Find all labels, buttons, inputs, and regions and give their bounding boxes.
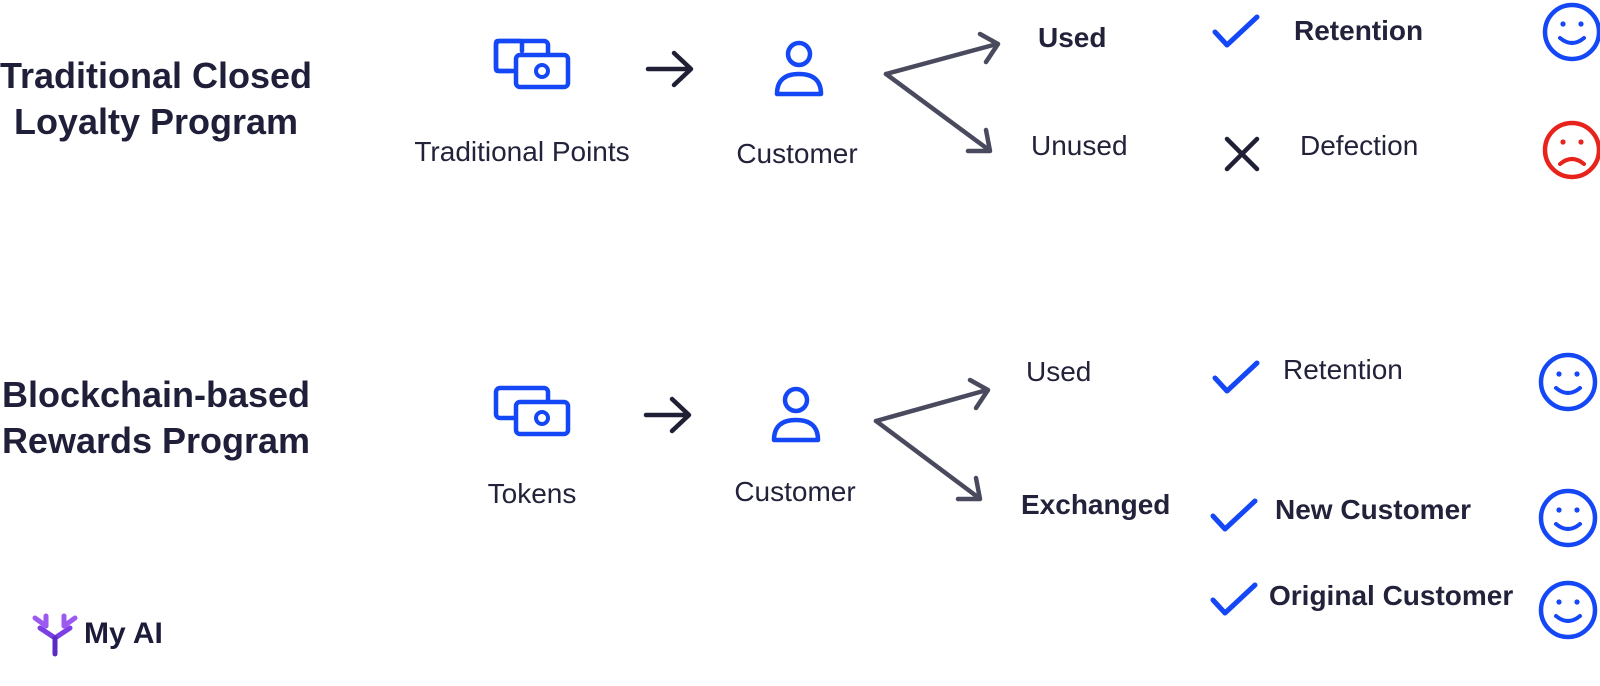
outcome-new-customer: New Customer <box>1275 494 1472 525</box>
branch-label-exchanged: Exchanged <box>1021 489 1171 520</box>
person-icon <box>774 40 824 97</box>
logo-text: My AI <box>84 617 163 650</box>
check-icon <box>1212 14 1260 48</box>
check-icon <box>1210 498 1258 532</box>
happy-face-icon <box>1542 2 1600 62</box>
title-line: Traditional Closed <box>0 55 313 96</box>
branch-label-used: Used <box>1026 356 1092 387</box>
section-title-blockchain: Blockchain-based Rewards Program <box>0 372 321 464</box>
logo-icon <box>32 613 78 657</box>
happy-face-icon <box>1538 352 1598 412</box>
title-line: Blockchain-based <box>1 374 311 415</box>
branch-label-used: Used <box>1038 22 1107 53</box>
check-icon <box>1212 360 1260 394</box>
customer-label: Customer <box>734 476 856 507</box>
section-title-traditional: Traditional Closed Loyalty Program <box>0 53 321 145</box>
check-icon <box>1210 582 1258 616</box>
customer-label: Customer <box>736 138 858 169</box>
arrow-right-icon <box>643 396 692 434</box>
title-line: Rewards Program <box>1 420 311 461</box>
sad-face-icon <box>1542 120 1600 180</box>
branch-arrow-icon <box>883 31 1001 154</box>
cross-icon <box>1224 136 1260 172</box>
money-icon <box>493 385 571 437</box>
outcome-retention: Retention <box>1294 15 1424 46</box>
outcome-defection: Defection <box>1300 130 1419 161</box>
branch-label-unused: Unused <box>1031 130 1128 161</box>
title-line: Loyalty Program <box>13 101 299 142</box>
happy-face-icon <box>1538 488 1598 548</box>
outcome-retention: Retention <box>1283 354 1403 385</box>
currency-label: Traditional Points <box>414 136 630 167</box>
arrow-right-icon <box>645 50 694 88</box>
person-icon <box>771 386 821 443</box>
branch-arrow-icon <box>873 377 991 502</box>
currency-label: Tokens <box>487 478 577 509</box>
money-icon <box>493 38 571 90</box>
outcome-original-customer: Original Customer <box>1269 580 1514 611</box>
happy-face-icon <box>1538 580 1598 640</box>
